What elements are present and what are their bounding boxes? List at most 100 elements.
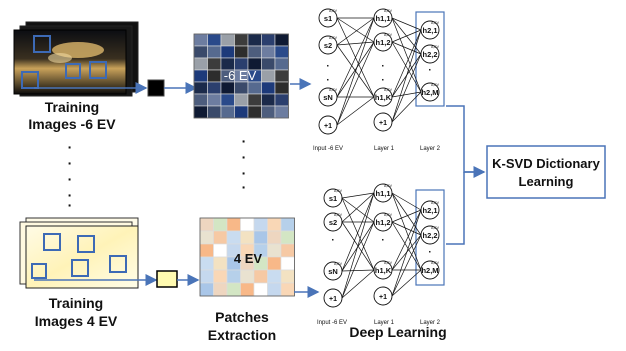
patch-cell	[267, 256, 282, 271]
dot: ·	[68, 187, 73, 203]
input-node	[323, 288, 343, 308]
superscript: A,EV	[431, 201, 440, 205]
input-node-label: s2	[324, 41, 332, 50]
edge	[391, 209, 422, 297]
patch-grid-border	[199, 217, 295, 297]
layer1-node-label: +1	[379, 120, 387, 127]
edge	[391, 209, 422, 223]
superscript: A,EV	[329, 36, 338, 40]
edge	[341, 192, 375, 299]
patch-cell	[207, 45, 222, 59]
patch-cell	[207, 33, 222, 47]
superscript: A,EV	[431, 226, 440, 230]
patch-cell	[193, 45, 208, 59]
left-ellipsis: · · · · ·	[68, 139, 73, 213]
patch-cell	[213, 230, 228, 245]
edge	[341, 192, 375, 223]
layer1-node	[373, 286, 393, 306]
superscript: A,EV	[334, 213, 343, 217]
patch-cell	[193, 93, 208, 107]
ellipsis-dot: ·	[326, 75, 329, 86]
edge	[391, 234, 422, 297]
patch-cell	[213, 269, 228, 284]
patch-cell	[280, 256, 295, 271]
edge	[391, 192, 422, 211]
layer2-node	[420, 260, 440, 280]
layer1-node-label: +1	[379, 294, 387, 301]
patch-cell	[274, 93, 289, 107]
edge	[336, 96, 375, 126]
patch-cell	[220, 93, 235, 107]
edge	[391, 91, 422, 98]
patch-cell	[247, 45, 262, 59]
patch-cell	[226, 269, 241, 284]
patch-cell	[226, 217, 241, 232]
patch-cell	[220, 105, 235, 119]
nn-bottom-caption-input: Input -6 EV	[317, 320, 347, 326]
edge	[336, 17, 375, 43]
superscript: A,EV	[334, 262, 343, 266]
layer2-node-label: h2,1	[422, 206, 437, 215]
layer1-node-label: h1,K	[375, 93, 392, 102]
training-bottom-line1: Training	[49, 295, 103, 311]
superscript: A,EV	[431, 83, 440, 87]
edge	[336, 17, 375, 126]
patch-cell	[240, 282, 255, 297]
patch-cell	[213, 256, 228, 271]
patch-cell	[247, 105, 262, 119]
patch-cell	[240, 230, 255, 245]
dot: ·	[68, 139, 73, 155]
patch-cell	[213, 282, 228, 297]
layer2-node-label: h2,2	[422, 50, 437, 59]
patch-top-label: -6 EV	[224, 68, 257, 83]
input-node-label: s1	[324, 14, 332, 23]
layer1-node	[373, 87, 393, 107]
dot: ·	[242, 165, 247, 181]
edge	[391, 91, 422, 123]
patch-cell	[280, 282, 295, 297]
edge	[391, 41, 422, 93]
patch-cell	[193, 81, 208, 95]
patch-cell	[267, 243, 282, 258]
layer1-node	[373, 112, 393, 132]
patch-cell	[267, 230, 282, 245]
patch-cell	[199, 269, 214, 284]
edge	[341, 192, 375, 199]
edges	[341, 192, 422, 299]
patch-cell	[274, 81, 289, 95]
patch-cell	[267, 269, 282, 284]
layer2-node	[420, 20, 440, 40]
patch-cell	[207, 69, 222, 83]
patch-cell	[193, 105, 208, 119]
superscript: A,EV	[384, 261, 393, 265]
patch-cell	[199, 217, 214, 232]
superscript: A,EV	[431, 21, 440, 25]
patches-extraction-line1: Patches	[215, 309, 269, 325]
patch-cell	[220, 81, 235, 95]
ellipsis-dot: ·	[428, 65, 431, 76]
edge	[341, 197, 375, 223]
patch-cell	[247, 33, 262, 47]
edge	[341, 192, 375, 272]
patch-cell	[253, 230, 268, 245]
patch-cell	[274, 69, 289, 83]
edge	[391, 221, 422, 236]
edge	[391, 192, 422, 271]
patch-cell	[261, 57, 276, 71]
ellipsis-dot: ·	[428, 247, 431, 258]
ellipsis-dot: ·	[381, 235, 384, 246]
patch-cell	[280, 269, 295, 284]
patch-cell	[207, 81, 222, 95]
connector-bottom-to-ksvd	[446, 172, 465, 245]
input-node	[323, 261, 343, 281]
patch-cell	[261, 105, 276, 119]
patch-cell	[226, 282, 241, 297]
edge	[336, 41, 375, 98]
superscript: A,EV	[431, 261, 440, 265]
patch-grid-border	[193, 33, 289, 119]
neural-network-top: s1A,EVs2A,EV··sNA,EV+1h1,1A,EVh1,2A,EV··…	[318, 8, 445, 135]
patch-cell	[234, 45, 249, 59]
nn-bottom-caption-layer1: Layer 1	[374, 320, 395, 326]
layer1-node	[373, 8, 393, 28]
